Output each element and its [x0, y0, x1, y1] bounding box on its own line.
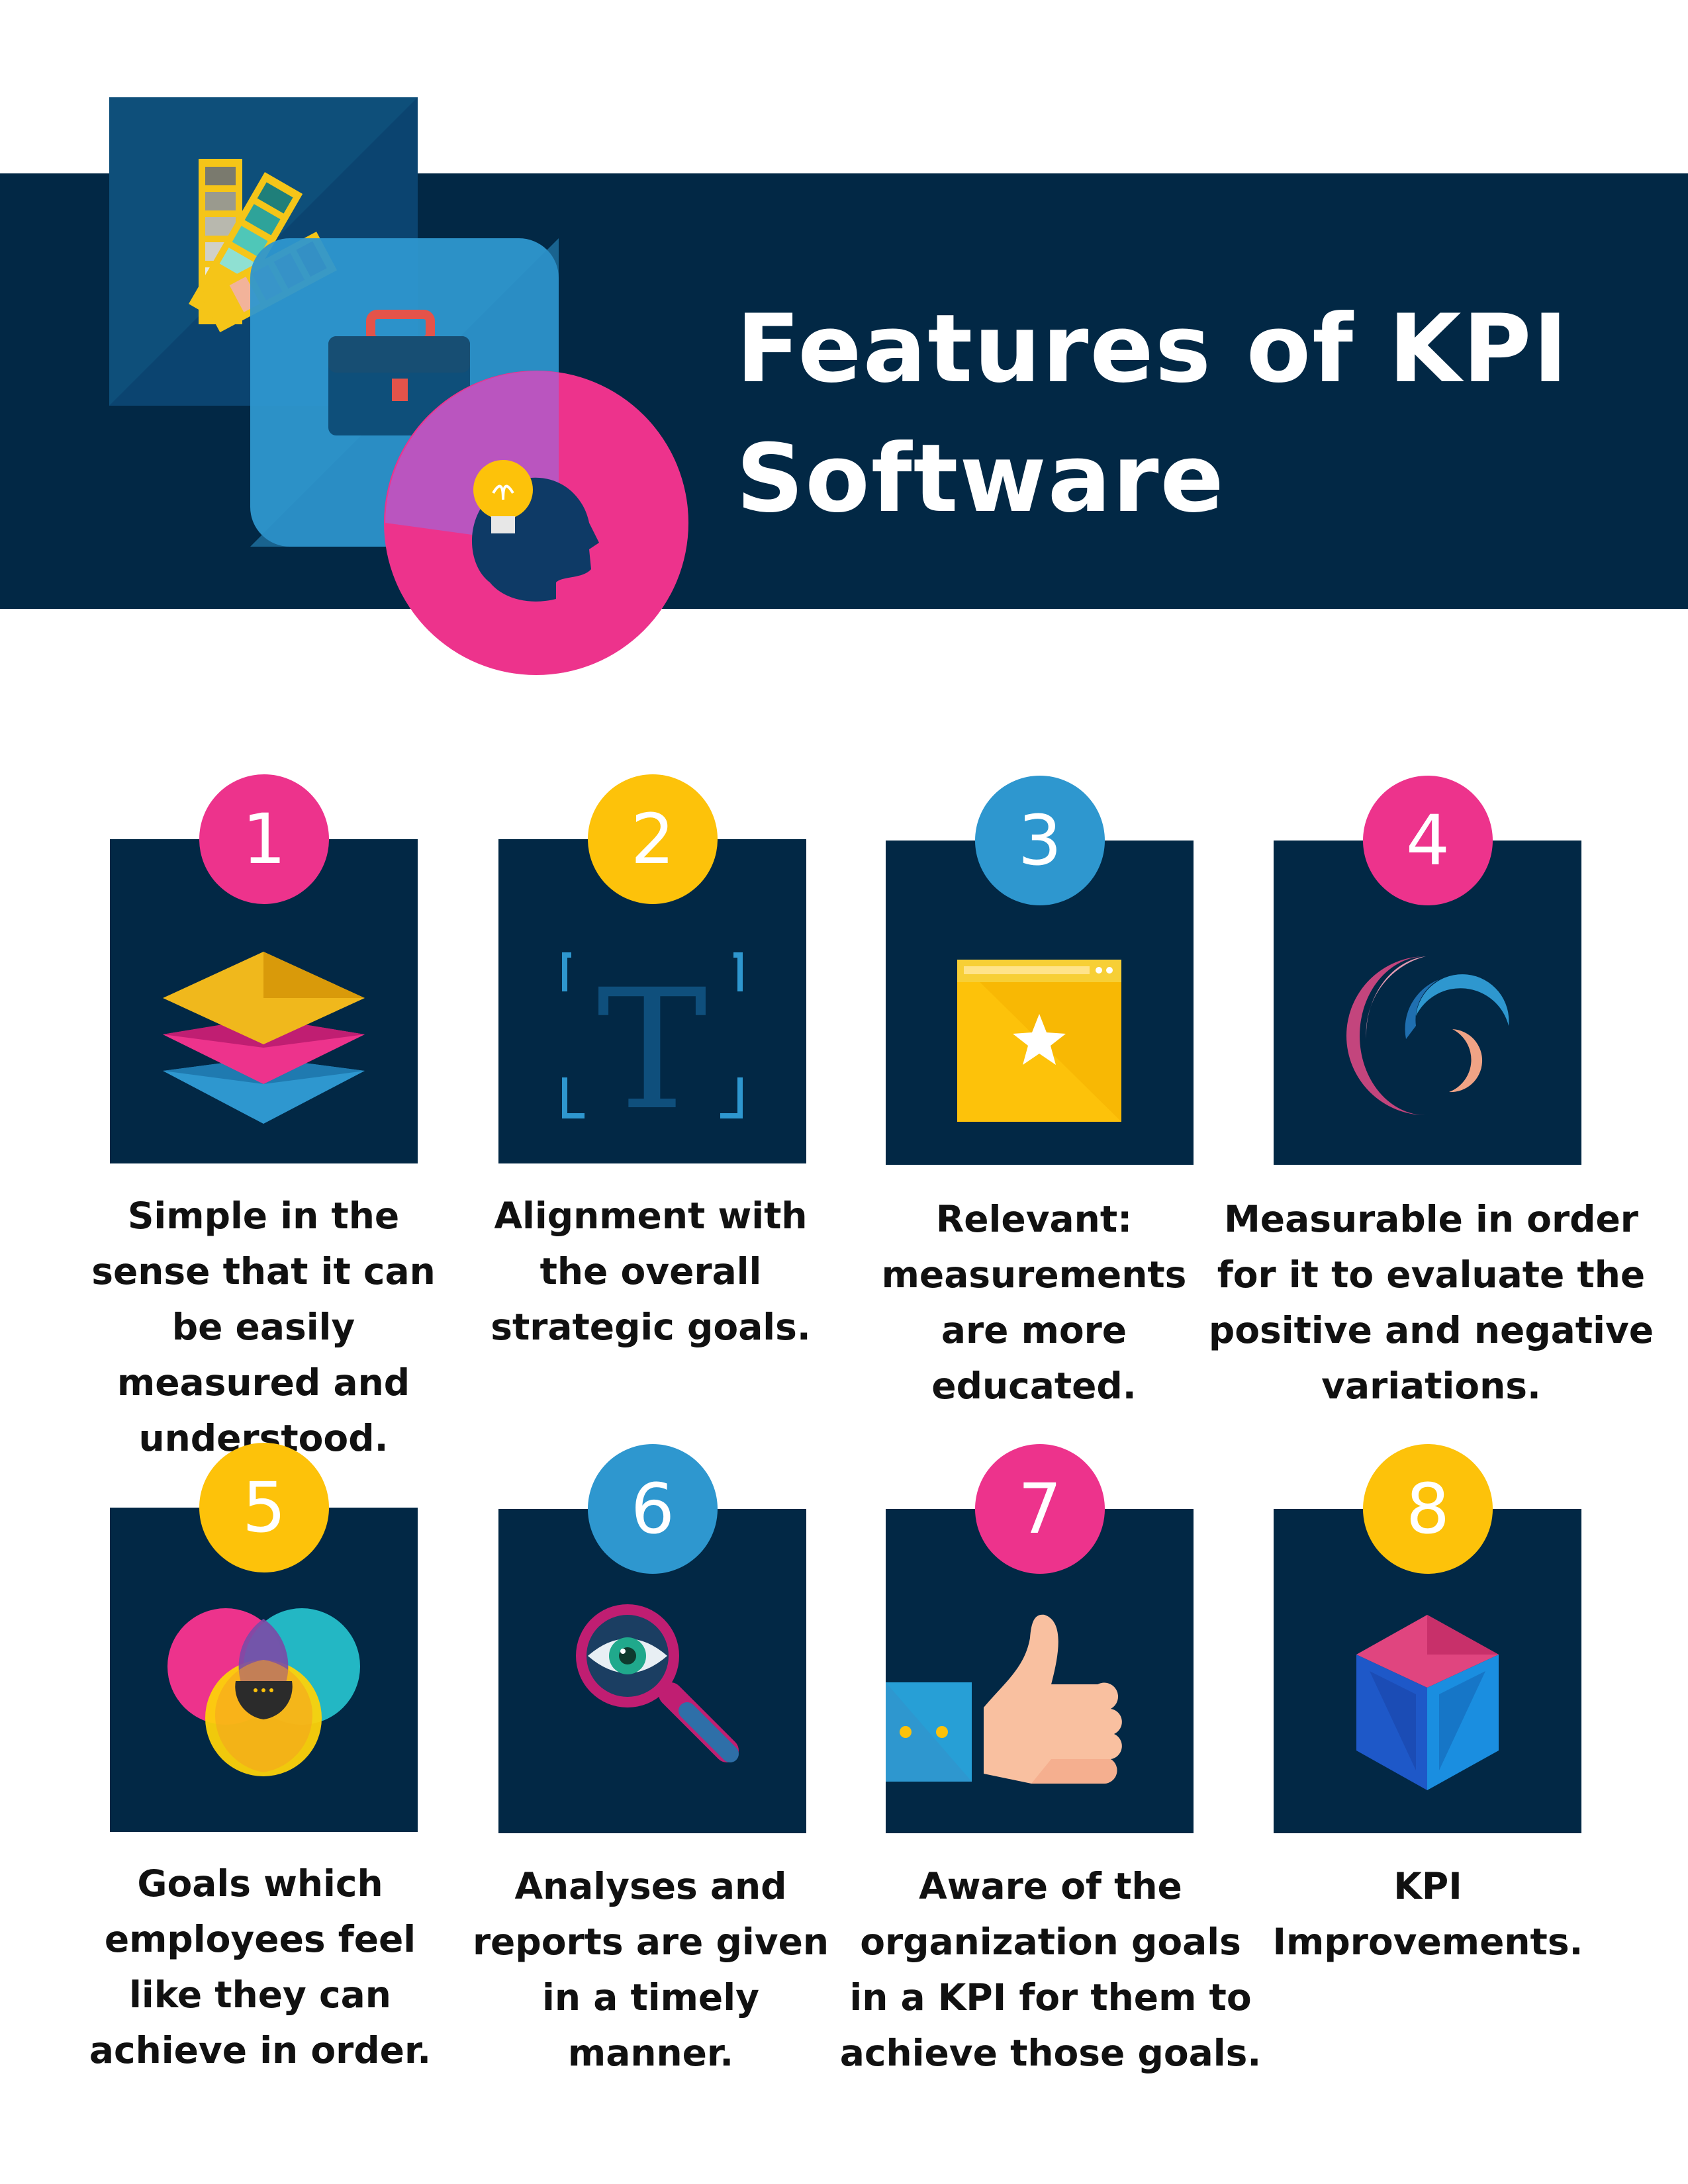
head-lightbulb-icon	[384, 371, 688, 675]
feature-description-3: Relevant: measurements are more educated…	[881, 1198, 1187, 1407]
feature-number-badge-7: 7	[975, 1444, 1105, 1574]
feature-card-1: 1	[110, 774, 418, 1163]
feature-number-badge-5: 5	[199, 1443, 329, 1572]
feature-description-6: Analyses and reports are given in a time…	[472, 1865, 829, 2074]
feature-card-3: 3	[886, 776, 1194, 1165]
feature-number-badge-2: 2	[588, 774, 718, 904]
feature-number-badge-4: 4	[1363, 776, 1493, 905]
feature-description-7: Aware of the organization goals in a KPI…	[839, 1865, 1262, 2074]
feature-number-badge-3: 3	[975, 776, 1105, 905]
svg-text:T: T	[597, 954, 708, 1146]
feature-card-5: 5	[110, 1443, 418, 1832]
layers-icon	[163, 952, 365, 1124]
text-frame-icon: T	[562, 952, 743, 1146]
feature-number-badge-8: 8	[1363, 1444, 1493, 1574]
feature-description-8: KPI Improvements.	[1272, 1865, 1583, 1963]
feature-description-4: Measurable in order for it to evaluate t…	[1208, 1198, 1654, 1407]
feature-description-5: Goals which employees feel like they can…	[89, 1862, 432, 2071]
magnifier-eye-icon	[576, 1604, 739, 1762]
hero-illustration	[109, 97, 688, 675]
page-title-line-2: Software	[736, 424, 1225, 533]
feature-card-4: 4	[1274, 776, 1581, 1165]
thumbs-up-icon	[886, 1614, 1122, 1784]
page-title: Features of KPI Software	[736, 285, 1597, 544]
feature-description-2: Alignment with the overall strategic goa…	[491, 1195, 811, 1348]
feature-number-badge-1: 1	[199, 774, 329, 904]
browser-star-icon	[957, 960, 1121, 1122]
cube-icon	[1356, 1615, 1499, 1790]
feature-number-badge-6: 6	[588, 1444, 718, 1574]
feature-card-2: T 2	[498, 774, 806, 1163]
feature-card-8: 8	[1274, 1444, 1581, 1833]
feature-card-7: 7	[886, 1444, 1194, 1833]
page-title-line-1: Features of KPI	[736, 295, 1570, 404]
feature-description-1: Simple in the sense that it can be easil…	[91, 1195, 436, 1459]
crescent-swirl-icon	[1346, 956, 1509, 1115]
feature-card-6: 6	[498, 1444, 806, 1833]
venn-diagram-icon	[167, 1608, 360, 1776]
